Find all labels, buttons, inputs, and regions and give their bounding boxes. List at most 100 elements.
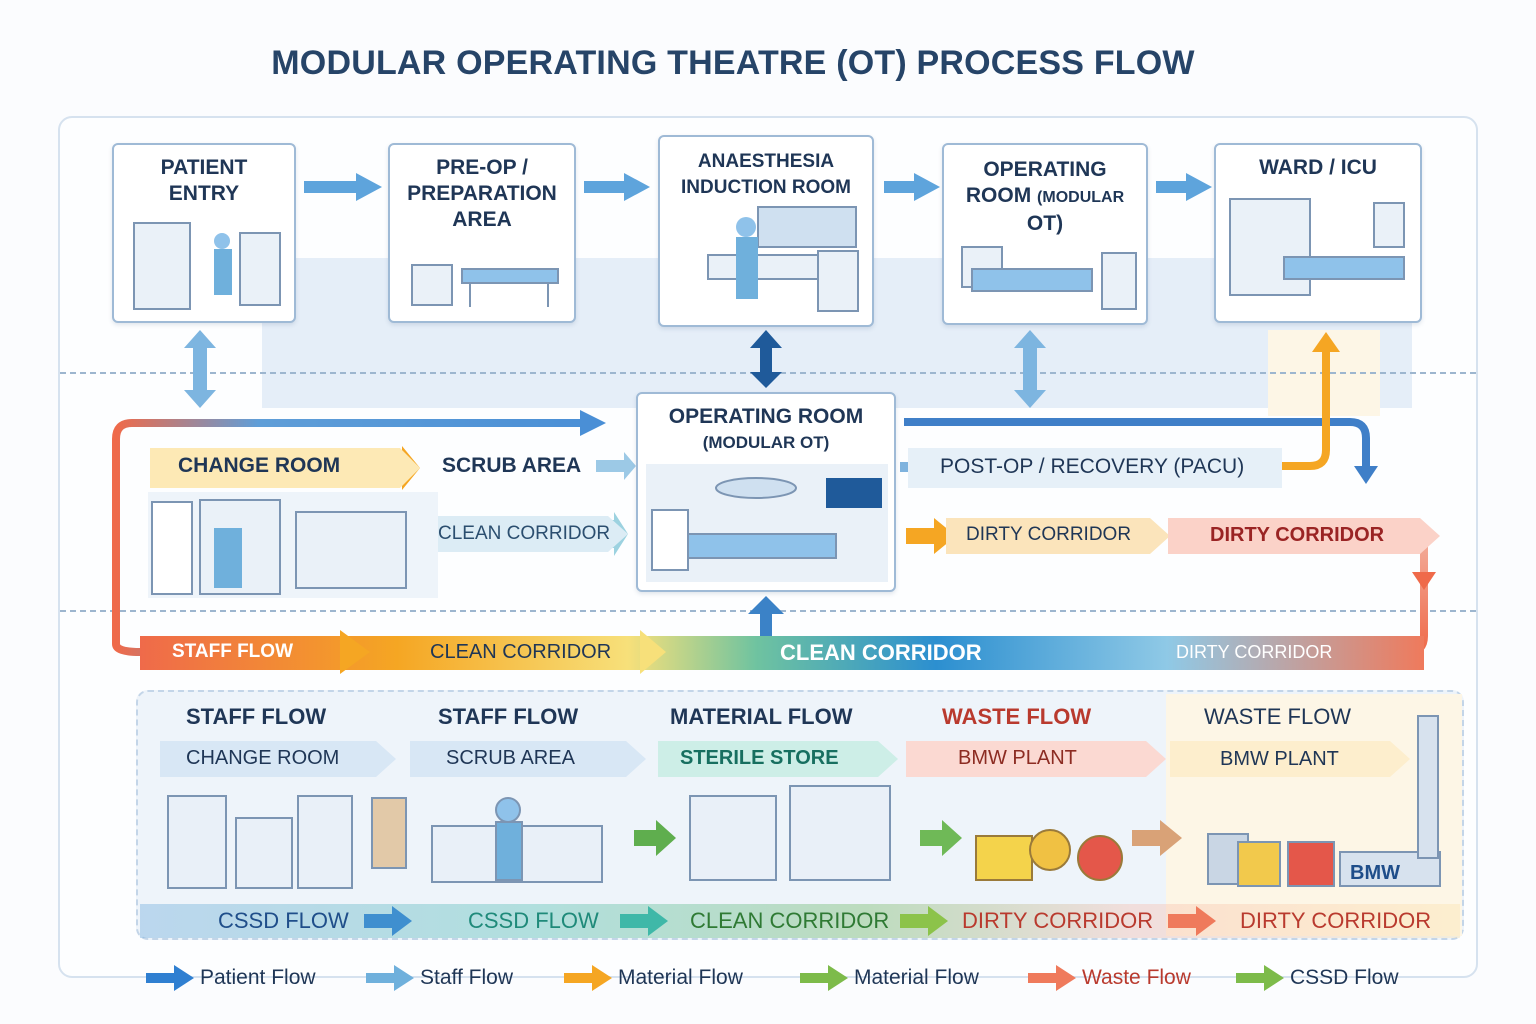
legend-label: Waste Flow xyxy=(1082,966,1191,989)
legend-staff-arrow-icon xyxy=(366,965,414,991)
card-title-line: INDUCTION ROOM xyxy=(681,177,851,198)
bottom-flow-cssd-2: CSSD FLOW xyxy=(468,908,599,933)
band-clean-corridor-2: CLEAN CORRIDOR xyxy=(780,640,982,665)
bottom-arrow-green-2 xyxy=(920,820,962,856)
bottom-chip-2-bg xyxy=(410,741,646,777)
bottom-flow-dirty-2: DIRTY CORRIDOR xyxy=(1240,908,1432,933)
legend-material-flow-2: Material Flow xyxy=(798,962,1028,994)
center-right-head xyxy=(1354,466,1378,484)
legend-cssd-arrow-icon xyxy=(1236,965,1284,991)
card-title-line: PREPARATION xyxy=(407,182,557,205)
right-loop-head xyxy=(1412,572,1436,590)
bottom-chip-5-bg xyxy=(1170,741,1410,777)
change-room-illustration xyxy=(148,492,438,598)
arrow-preop-anaesthesia xyxy=(584,173,650,201)
card-patient-entry[interactable]: PATIENT ENTRY xyxy=(112,143,296,323)
chip-change-room-bg xyxy=(150,448,420,488)
card-title-line: (MODULAR OT) xyxy=(702,433,830,452)
legend-cssd-flow: CSSD Flow xyxy=(1234,962,1434,994)
legend-label: Patient Flow xyxy=(200,966,316,989)
illus-change-room xyxy=(167,795,407,889)
arrow-entry-vertical xyxy=(184,330,216,408)
card-title-line: ROOM (MODULAR xyxy=(944,183,1146,211)
card-title: PRE-OP / PREPARATION AREA xyxy=(390,155,574,233)
legend-label: Staff Flow xyxy=(420,966,513,989)
legend-waste-flow: Waste Flow xyxy=(1026,962,1236,994)
ward-icu-illustration xyxy=(1229,198,1405,296)
bottom-arrow-green-1 xyxy=(634,820,676,856)
legend-material-arrow-icon xyxy=(800,965,848,991)
band-dirty-corridor: DIRTY CORRIDOR xyxy=(1176,642,1333,662)
illus-sterile-store xyxy=(689,785,891,881)
bottom-chip-3: STERILE STORE xyxy=(680,747,839,769)
arrow-entry-preop xyxy=(304,173,382,201)
card-title-line: OPERATING ROOM xyxy=(668,405,864,428)
card-preop[interactable]: PRE-OP / PREPARATION AREA xyxy=(388,143,576,323)
bottom-chip-1-bg xyxy=(160,741,396,777)
ward-exit-path xyxy=(1282,348,1330,470)
patient-entry-illustration xyxy=(133,222,281,310)
staff-loop-head xyxy=(580,410,606,436)
page-title: MODULAR OPERATING THEATRE (OT) PROCESS F… xyxy=(271,44,1195,82)
card-ward-icu[interactable]: WARD / ICU xyxy=(1214,143,1422,323)
card-title-line: OT) xyxy=(1026,212,1064,235)
chip-dirty-2-bg xyxy=(1168,518,1440,554)
bottom-flow-cssd-1: CSSD FLOW xyxy=(218,908,349,933)
bottom-chip-2: SCRUB AREA xyxy=(446,747,575,769)
band-staff-flow: STAFF FLOW xyxy=(172,641,294,662)
band-clean-corridor-1: CLEAN CORRIDOR xyxy=(430,641,612,663)
card-title-word: ROOM xyxy=(965,184,1032,207)
bottom-flow-arrow-3 xyxy=(900,906,948,936)
arrow-up-center xyxy=(748,596,784,652)
card-title-line: AREA xyxy=(452,208,512,231)
corridor-band-arrow-1 xyxy=(340,630,370,674)
arrow-center-dirty xyxy=(906,518,956,554)
bottom-chip-4-bg xyxy=(906,741,1166,777)
arrow-or-vertical xyxy=(1014,330,1046,408)
legend-waste-arrow-icon xyxy=(1028,965,1076,991)
label-change-room: CHANGE ROOM xyxy=(178,454,341,477)
legend-staff-flow: Staff Flow xyxy=(364,962,554,994)
card-operating-room-top[interactable]: OPERATING ROOM (MODULAR OT) xyxy=(942,143,1148,325)
center-right-path xyxy=(904,418,1370,470)
card-anaesthesia[interactable]: ANAESTHESIA INDUCTION ROOM xyxy=(658,135,874,327)
legend-material-flow-1: Material Flow xyxy=(562,962,792,994)
illus-waste-bins xyxy=(975,829,1123,881)
legend-label: Material Flow xyxy=(618,966,743,989)
arrow-anaesthesia-or xyxy=(884,173,940,201)
bottom-chip-4: BMW PLANT xyxy=(958,747,1077,769)
waste-zone xyxy=(1166,694,1462,936)
card-title-line: PATIENT xyxy=(160,156,248,179)
card-title: OPERATING ROOM (MODULAR OT) xyxy=(638,404,894,456)
corridor-band-arrow-2 xyxy=(640,630,666,674)
bottom-flow-band xyxy=(140,904,1460,938)
legend-patient-flow: Patient Flow xyxy=(144,962,354,994)
illus-scrub-area xyxy=(431,797,603,883)
illus-bmw-plant xyxy=(1207,715,1441,887)
bottom-head-1: STAFF FLOW xyxy=(186,704,327,729)
label-dirty-corridor-2: DIRTY CORRIDOR xyxy=(1210,524,1385,546)
legend-label: Material Flow xyxy=(854,966,979,989)
arrow-anaesthesia-center xyxy=(750,330,782,388)
bottom-chip-5: BMW PLANT xyxy=(1220,748,1339,770)
legend-patient-arrow-icon xyxy=(146,965,194,991)
arrow-scrub-center xyxy=(596,452,636,480)
ward-exit-head xyxy=(1312,332,1340,352)
chip-postop-bg xyxy=(908,448,1282,488)
card-title: ANAESTHESIA INDUCTION ROOM xyxy=(660,149,872,201)
card-title: WARD / ICU xyxy=(1216,155,1420,181)
card-title-line: ENTRY xyxy=(168,182,240,205)
anaesthesia-illustration xyxy=(707,206,859,312)
bottom-chip-1: CHANGE ROOM xyxy=(186,747,340,769)
bottom-head-3: MATERIAL FLOW xyxy=(670,704,853,729)
label-dirty-corridor-1: DIRTY CORRIDOR xyxy=(966,524,1132,545)
bottom-flow-arrow-2 xyxy=(620,906,668,936)
card-operating-room-center[interactable]: OPERATING ROOM (MODULAR OT) xyxy=(636,392,896,592)
operating-room-top-illustration xyxy=(961,246,1137,310)
card-title-line: WARD / ICU xyxy=(1259,156,1377,179)
card-title-line: OPERATING xyxy=(983,158,1107,181)
label-scrub-area: SCRUB AREA xyxy=(442,454,582,477)
card-title-small: (MODULAR xyxy=(1037,189,1125,206)
bottom-head-5: WASTE FLOW xyxy=(1204,704,1352,729)
